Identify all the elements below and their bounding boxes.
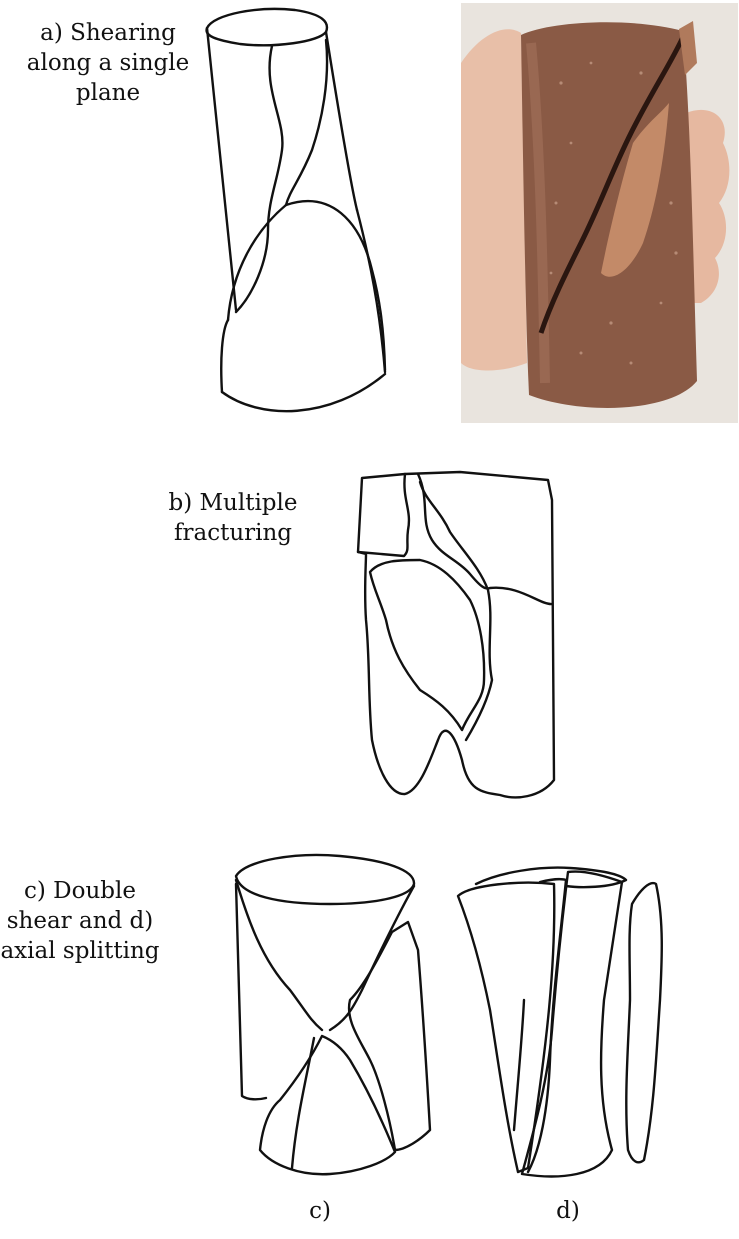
specimen-b-crack-1 xyxy=(358,474,409,556)
specimen-a-fracture-plane-2 xyxy=(286,40,327,205)
specimen-c-right-wedge xyxy=(349,922,430,1150)
specimen-b-outline xyxy=(358,472,554,797)
specimen-d-inner-crack xyxy=(514,1000,524,1130)
specimen-a-top-ellipse xyxy=(207,9,327,45)
specimen-d-left-column xyxy=(458,883,554,1172)
specimen-a-wedge-right xyxy=(286,201,385,370)
specimen-c-lower-crack xyxy=(292,1038,314,1168)
specimen-c-left-wall xyxy=(236,884,266,1099)
specimen-b-crack-3 xyxy=(420,482,492,740)
specimen-a-drawing xyxy=(207,9,385,411)
specimen-d-right-shard xyxy=(626,883,662,1162)
specimen-d-center-column xyxy=(522,871,622,1176)
fractured-core-photo xyxy=(461,3,738,423)
specimen-d-drawing xyxy=(458,868,662,1177)
specimen-a-right-edge-lower xyxy=(357,210,385,372)
specimen-a-wedge-left xyxy=(228,205,286,320)
specimen-a-lower-left xyxy=(221,320,228,392)
specimen-a-fracture-plane xyxy=(236,46,282,312)
specimen-c-top-ellipse xyxy=(236,855,414,904)
specimen-c-drawing xyxy=(236,855,430,1174)
specimen-a-right-edge-upper xyxy=(326,32,357,210)
specimen-a-left-edge xyxy=(207,28,236,310)
specimen-a-base xyxy=(222,374,385,411)
specimen-c-upper-cone-right xyxy=(330,886,414,1030)
hand-palm xyxy=(461,29,527,370)
specimen-b-block xyxy=(370,560,484,730)
specimen-c-lower-cone xyxy=(260,1036,395,1174)
specimen-b-drawing xyxy=(358,472,554,797)
